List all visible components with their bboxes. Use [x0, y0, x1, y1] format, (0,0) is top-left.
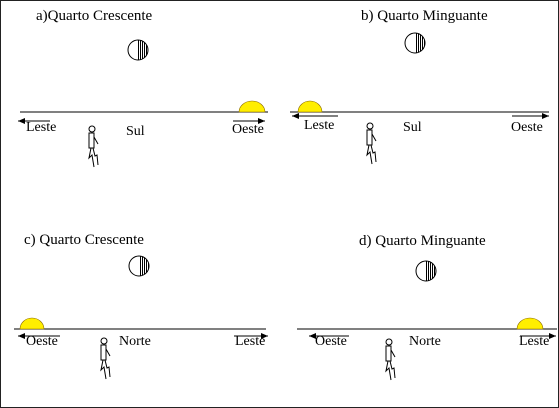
panel-d-right-arrow: [520, 333, 556, 339]
panel-d: d) Quarto Minguante Oeste Norte Leste: [297, 233, 557, 381]
panel-a-left-arrow: [18, 118, 50, 124]
panel-b-observer-icon: [366, 122, 377, 165]
panel-b-moon: [404, 32, 426, 54]
panel-d-sun: [516, 317, 544, 330]
panel-d-right-label: Leste: [519, 334, 549, 349]
panel-b-left-label: Leste: [304, 118, 334, 133]
panel-c-right-arrow: [234, 333, 268, 339]
panel-a-observer-icon: [88, 125, 99, 168]
panel-c-left-label: Oeste: [26, 334, 58, 349]
panel-b-right-label: Oeste: [511, 120, 543, 135]
panel-a-title: a)Quarto Crescente: [36, 8, 153, 24]
panel-b-sun: [297, 100, 323, 113]
panel-b-left-arrow: [292, 113, 338, 119]
panel-b-title: b) Quarto Minguante: [361, 8, 488, 24]
panel-c-moon: [128, 255, 150, 277]
panel-a-sun: [238, 100, 266, 113]
panel-a-center-label: Sul: [126, 124, 145, 139]
panel-b: b) Quarto Minguante Leste Sul Oeste: [290, 8, 549, 165]
panel-c-left-arrow: [18, 333, 60, 339]
panel-c: c) Quarto Crescente Oeste Norte Leste: [14, 232, 268, 380]
panel-a-left-label: Leste: [26, 120, 56, 135]
panel-d-title: d) Quarto Minguante: [359, 233, 486, 249]
panel-b-center-label: Sul: [403, 120, 422, 135]
panel-c-sun: [19, 317, 45, 330]
panel-d-left-label: Oeste: [315, 334, 347, 349]
panel-a-right-label: Oeste: [232, 122, 264, 137]
panel-d-observer-icon: [385, 338, 396, 381]
panel-d-moon: [415, 260, 437, 282]
panel-d-center-label: Norte: [409, 334, 441, 349]
panel-a: a)Quarto Crescente Leste Sul Oeste: [18, 8, 268, 168]
panel-b-right-arrow: [512, 113, 549, 119]
panel-c-center-label: Norte: [119, 334, 151, 349]
panel-c-observer-icon: [100, 337, 111, 380]
panel-a-right-arrow: [233, 118, 265, 124]
panel-d-left-arrow: [309, 333, 349, 339]
panel-a-moon: [127, 39, 149, 61]
panel-c-right-label: Leste: [235, 334, 265, 349]
panel-c-title: c) Quarto Crescente: [24, 232, 144, 248]
